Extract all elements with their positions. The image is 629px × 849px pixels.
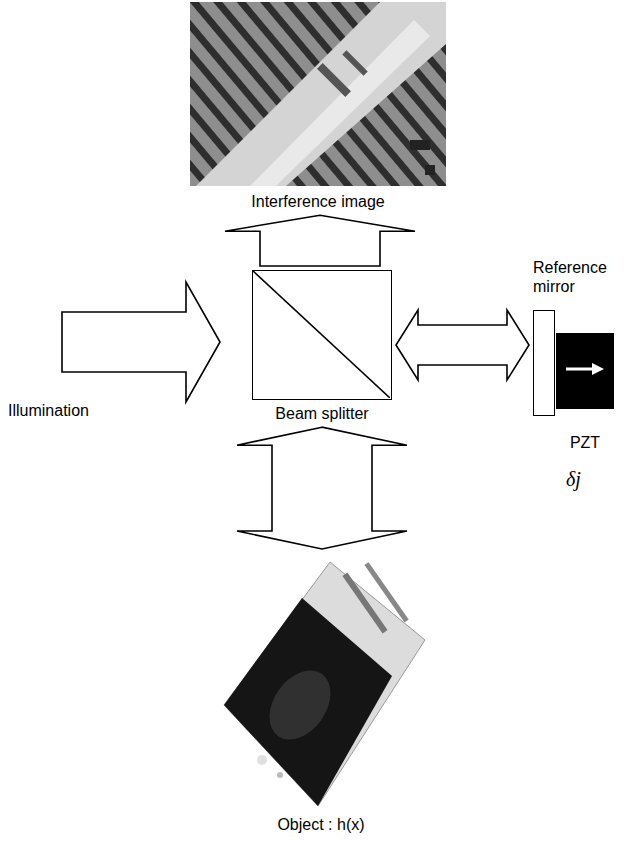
reference-mirror-shape (533, 310, 555, 416)
photo-mark (317, 63, 351, 97)
interference-photo (190, 2, 446, 186)
interference-image: Interference image (190, 2, 446, 211)
object-photo (215, 553, 427, 809)
chip-band (196, 2, 446, 186)
photo-mark (364, 562, 408, 622)
photo-mark (257, 755, 267, 765)
photo-mark (277, 772, 283, 778)
chip-highlight (250, 20, 430, 186)
splitter-diagonal (253, 271, 390, 398)
interference-image-shape (190, 2, 446, 186)
splitter-diagonal-line (253, 271, 390, 398)
block-arrow (237, 427, 407, 549)
pzt-motion-arrow (556, 333, 614, 409)
pzt-actuator-shape (556, 333, 614, 409)
pzt-actuator: PZT (556, 333, 614, 452)
fringe-pattern (190, 2, 446, 186)
photo-ground (190, 2, 446, 186)
block-arrow (396, 310, 529, 380)
object-label: Object : h(x) (215, 815, 427, 834)
block-arrow (225, 215, 415, 266)
beam-splitter: Beam splitter (252, 270, 392, 423)
photo-mark (425, 165, 435, 175)
photo-mark (410, 140, 430, 150)
phase-shift-symbol: δj (566, 468, 581, 491)
object-sample-shape (215, 553, 427, 809)
image-caption: Interference image (190, 192, 446, 211)
beam-splitter-shape (252, 270, 392, 400)
photo-ground (215, 553, 427, 809)
splitter-label: Beam splitter (252, 404, 392, 423)
step-standard-dark (224, 598, 392, 806)
step-standard-slab (224, 562, 425, 806)
object-sample: Object : h(x) (215, 553, 427, 834)
pzt-label: PZT (556, 433, 614, 452)
arrow-head (592, 363, 604, 375)
step-recess (257, 659, 343, 751)
arrow-shaft (566, 368, 594, 371)
mirror-label: Reference mirror (533, 258, 625, 296)
photo-mark (342, 50, 367, 75)
illumination-arrow (62, 282, 220, 402)
illumination-label: Illumination (8, 402, 89, 420)
